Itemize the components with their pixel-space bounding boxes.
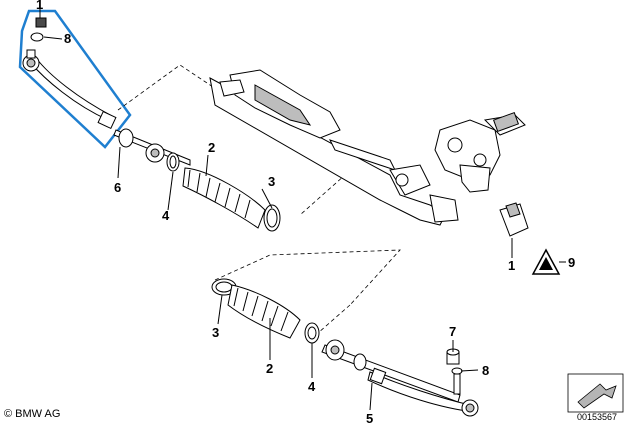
copyright-text: © BMW AG (4, 408, 61, 420)
leader-lines (39, 9, 566, 411)
label-7: 7 (449, 324, 456, 339)
tie-rod-end-top[interactable] (22, 49, 117, 130)
bellows-top[interactable] (182, 167, 266, 229)
label-3-top: 3 (268, 174, 275, 189)
label-2-bottom: 2 (266, 361, 273, 376)
clamp-bottom[interactable] (304, 322, 320, 344)
bellows-bottom[interactable] (227, 284, 301, 339)
inner-tie-rod-bottom[interactable] (321, 339, 461, 403)
nut-top[interactable] (35, 17, 47, 28)
washer-top[interactable] (30, 32, 44, 42)
steering-rack[interactable] (209, 69, 526, 226)
label-4-bottom: 4 (308, 379, 316, 394)
selection-highlight[interactable] (18, 9, 132, 149)
document-arrow-icon (567, 373, 624, 413)
label-8-top: 8 (64, 31, 71, 46)
nut-bottom[interactable] (446, 348, 460, 365)
document-number: 00153567 (577, 412, 618, 422)
label-8-bottom: 8 (482, 363, 489, 378)
label-1-rack: 1 (508, 258, 515, 273)
label-9: 9 (568, 255, 575, 270)
washer-bottom[interactable] (451, 367, 463, 395)
bracket-part-1[interactable] (499, 202, 529, 237)
label-4-top: 4 (162, 208, 170, 223)
warning-triangle-icon (531, 248, 561, 275)
label-2-top: 2 (208, 140, 215, 155)
label-1-top: 1 (36, 0, 43, 12)
tie-rod-end-bottom[interactable] (367, 367, 479, 417)
clamp-top[interactable] (166, 152, 180, 172)
label-5: 5 (366, 411, 373, 426)
clamp-ring-top[interactable] (263, 204, 281, 232)
label-3-bottom: 3 (212, 325, 219, 340)
label-6: 6 (114, 180, 121, 195)
